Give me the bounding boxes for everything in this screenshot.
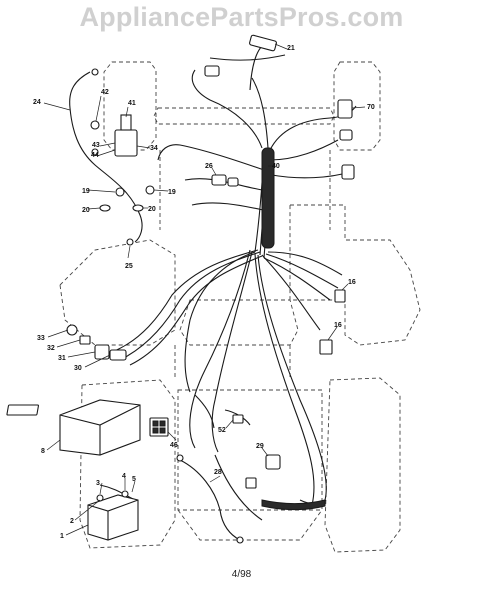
callout-label-c40: 40 bbox=[272, 163, 280, 170]
callout-label-c20a: 20 bbox=[82, 207, 90, 214]
callout-label-c70: 70 bbox=[367, 104, 375, 111]
callout-label-c1: 1 bbox=[60, 533, 64, 540]
callout-label-c42: 42 bbox=[101, 89, 109, 96]
callout-label-c28: 28 bbox=[214, 469, 222, 476]
watermark-text: AppliancePartsPros.com bbox=[79, 2, 404, 32]
callout-label-c43: 43 bbox=[92, 142, 100, 149]
leader-lines bbox=[43, 43, 366, 536]
callout-label-c8: 8 bbox=[41, 448, 45, 455]
callout-label-c19b: 19 bbox=[168, 189, 176, 196]
callout-label-c20b: 20 bbox=[148, 206, 156, 213]
callout-label-c4: 4 bbox=[122, 473, 126, 480]
callout-label-c16b: 16 bbox=[334, 322, 342, 329]
page-footer-date: 4/98 bbox=[231, 569, 252, 580]
callout-label-c25: 25 bbox=[125, 263, 133, 270]
components bbox=[6, 34, 355, 544]
chassis-outline bbox=[59, 61, 421, 553]
callout-label-c41: 41 bbox=[128, 100, 136, 107]
main-harness bbox=[69, 39, 357, 541]
callout-label-c32: 32 bbox=[47, 345, 55, 352]
callout-label-c52: 52 bbox=[218, 427, 226, 434]
callout-label-c46: 46 bbox=[170, 442, 178, 449]
coiled-conduit bbox=[261, 147, 326, 511]
callout-label-c29: 29 bbox=[256, 443, 264, 450]
callout-label-c34: 34 bbox=[150, 145, 158, 152]
callout-label-c21: 21 bbox=[287, 45, 295, 52]
callout-label-c16a: 16 bbox=[348, 279, 356, 286]
callout-label-c3: 3 bbox=[96, 480, 100, 487]
callout-label-c19a: 19 bbox=[82, 188, 90, 195]
callout-label-c24: 24 bbox=[33, 99, 41, 106]
callout-label-c30: 30 bbox=[74, 365, 82, 372]
callout-label-c26: 26 bbox=[205, 163, 213, 170]
callout-label-c44: 44 bbox=[91, 152, 99, 159]
callout-label-c5: 5 bbox=[132, 476, 136, 483]
callout-label-c2: 2 bbox=[70, 518, 74, 525]
callout-label-c31: 31 bbox=[58, 355, 66, 362]
callout-label-c33: 33 bbox=[37, 335, 45, 342]
